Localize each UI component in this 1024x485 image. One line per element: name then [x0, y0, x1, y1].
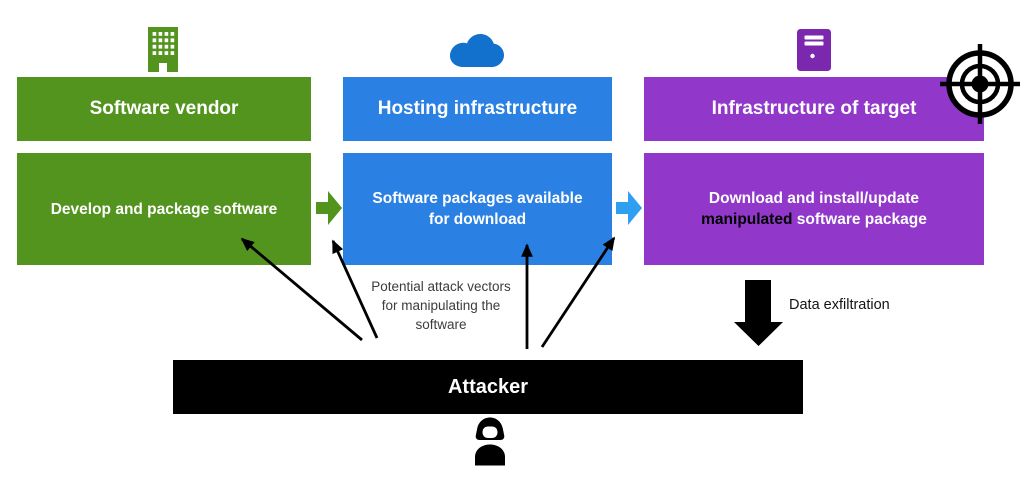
attacker-box: Attacker — [173, 360, 803, 414]
attack-vectors-note: Potential attack vectors for manipulatin… — [346, 277, 536, 334]
target-body-box: Download and install/update manipulated … — [644, 153, 984, 265]
manipulated-highlight: manipulated — [701, 211, 793, 228]
target-header-label: Infrastructure of target — [711, 98, 917, 119]
building-icon — [148, 27, 178, 72]
note-line3: software — [415, 317, 467, 332]
server-icon — [797, 29, 831, 71]
vendor-body-label: Develop and package software — [50, 200, 278, 218]
vendor-header-box: Software vendor — [17, 77, 311, 141]
note-line2: for manipulating the — [381, 298, 501, 313]
attacker-hooded-figure-icon — [475, 417, 505, 466]
target-body-line2: manipulated software package — [701, 209, 927, 230]
hosting-body-line2: for download — [428, 211, 527, 228]
cloud-icon — [450, 34, 504, 67]
target-body-rest: software package — [792, 211, 927, 228]
flow-arrow-green — [316, 191, 342, 225]
data-exfiltration-arrow — [734, 280, 783, 346]
target-body-line1: Download and install/update — [708, 190, 920, 207]
vendor-header-label: Software vendor — [89, 98, 239, 119]
note-line1: Potential attack vectors — [371, 279, 511, 294]
hosting-body-box: Software packages available for download — [343, 153, 612, 265]
hosting-header-label: Hosting infrastructure — [377, 98, 578, 119]
hosting-body-line1: Software packages available — [372, 190, 583, 207]
flow-arrow-blue — [616, 191, 642, 225]
target-crosshair-icon — [940, 44, 1020, 124]
attacker-label: Attacker — [447, 375, 529, 398]
hosting-header-box: Hosting infrastructure — [343, 77, 612, 141]
vendor-body-box: Develop and package software — [17, 153, 311, 265]
target-header-box: Infrastructure of target — [644, 77, 984, 141]
data-exfiltration-label: Data exfiltration — [789, 297, 890, 313]
